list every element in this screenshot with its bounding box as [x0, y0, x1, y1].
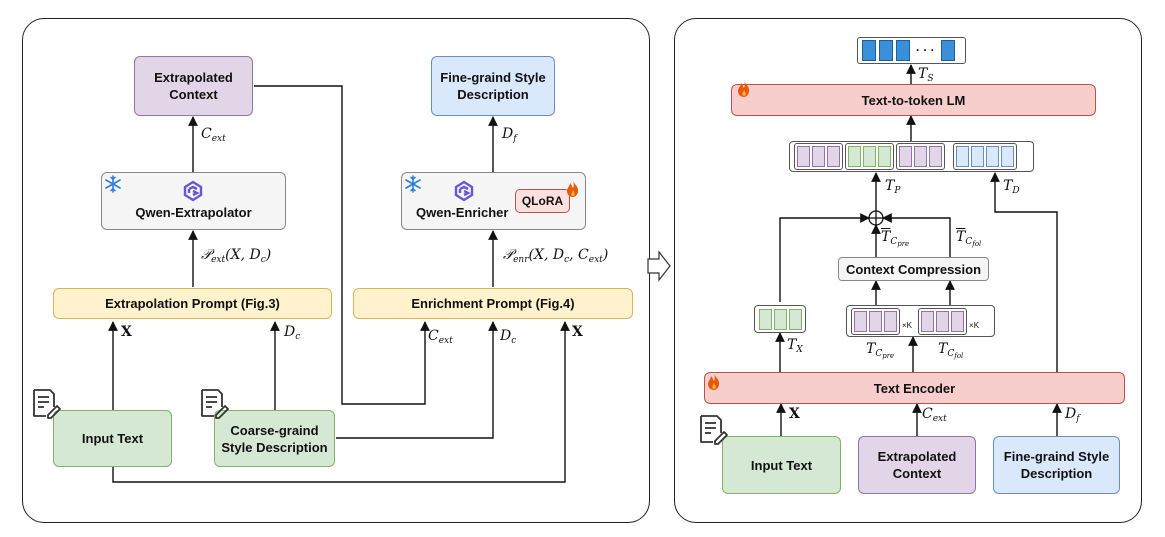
label-t-bar-c-fol: TCfol [956, 229, 982, 248]
arrow-context-to-enrich-prompt [254, 85, 430, 405]
label-t-d: TD [1003, 178, 1020, 196]
note-edit-icon [201, 389, 229, 419]
fine-grained-style-box: Fine-graind Style Description [431, 56, 555, 116]
label-x: X [572, 324, 583, 340]
qwen-logo-icon [183, 180, 203, 202]
extrapolated-context-box: Extrapolated Context [858, 436, 976, 494]
label-x: X [789, 406, 800, 422]
transition-arrow [647, 250, 671, 282]
enrichment-prompt-box: Enrichment Prompt (Fig.4) [353, 288, 633, 319]
label-d-f: Df [502, 126, 517, 144]
input-text-box: Input Text [53, 410, 172, 467]
snowflake-icon [105, 175, 121, 193]
tx-token-block [754, 305, 806, 333]
arrow-tx-to-plus [779, 213, 870, 302]
flame-icon [738, 81, 750, 97]
coarse-grained-style-box: Coarse-graind Style Description [214, 410, 335, 467]
label-t-x: TX [787, 337, 803, 355]
audio-token [879, 40, 893, 61]
label-t-bar-c-pre: TCpre [881, 229, 910, 248]
token-group-blue [953, 143, 1017, 170]
label-c-ext: Cext [201, 126, 226, 144]
label-t-p: TP [885, 178, 901, 196]
audio-token [896, 40, 910, 61]
arrow-fol-to-plus [882, 213, 951, 257]
qlora-box: QLoRA [515, 189, 570, 213]
audio-token [940, 40, 955, 61]
arrow-encoder-to-td [990, 172, 1058, 372]
flame-icon [708, 374, 720, 390]
fine-grained-style-box: Fine-graind Style Description [993, 436, 1120, 494]
label-d-c: Dc [284, 324, 301, 342]
concat-plus-symbol [868, 210, 884, 226]
label-t-s: TS [918, 66, 934, 84]
text-encoder-box: Text Encoder [704, 372, 1125, 404]
text-to-token-lm-box: Text-to-token LM [731, 84, 1096, 116]
context-token-block: ×K ×K [846, 305, 995, 337]
input-text-box: Input Text [722, 436, 841, 494]
label-c-ext: Cext [428, 328, 453, 346]
label-c-ext: Cext [922, 406, 947, 424]
note-edit-icon [700, 415, 728, 445]
flame-icon [567, 181, 579, 197]
token-group-green [845, 143, 894, 170]
label-x: X [121, 324, 132, 340]
label-t-c-fol: TCfol [938, 341, 964, 360]
prompt-token-sequence [789, 141, 1034, 172]
label-d-c: Dc [500, 328, 517, 346]
context-compression-box: Context Compression [838, 257, 989, 281]
token-group-purple [918, 307, 968, 335]
extrapolation-prompt-box: Extrapolation Prompt (Fig.3) [53, 288, 332, 319]
qwen-logo-icon [454, 180, 474, 202]
label-p-ext: 𝒫ext(X, Dc) [201, 247, 272, 265]
arrow-coarse-to-enrich-prompt [336, 321, 498, 439]
arrow-input-x-to-enrich-prompt [112, 321, 570, 483]
label-t-c-pre: TCpre [866, 341, 895, 360]
tokens-ellipsis: · · · [916, 43, 935, 57]
note-edit-icon [33, 389, 61, 419]
audio-token [862, 40, 876, 61]
token-group-purple [851, 307, 900, 335]
token-group-purple [896, 143, 945, 170]
label-p-enr: 𝒫enr(X, Dc, Cext) [503, 247, 609, 265]
extrapolated-context-box: Extrapolated Context [134, 56, 253, 116]
label-d-f: Df [1065, 406, 1080, 424]
output-token-strip: · · · [857, 37, 966, 64]
snowflake-icon [405, 175, 421, 193]
token-group-purple [794, 143, 843, 170]
